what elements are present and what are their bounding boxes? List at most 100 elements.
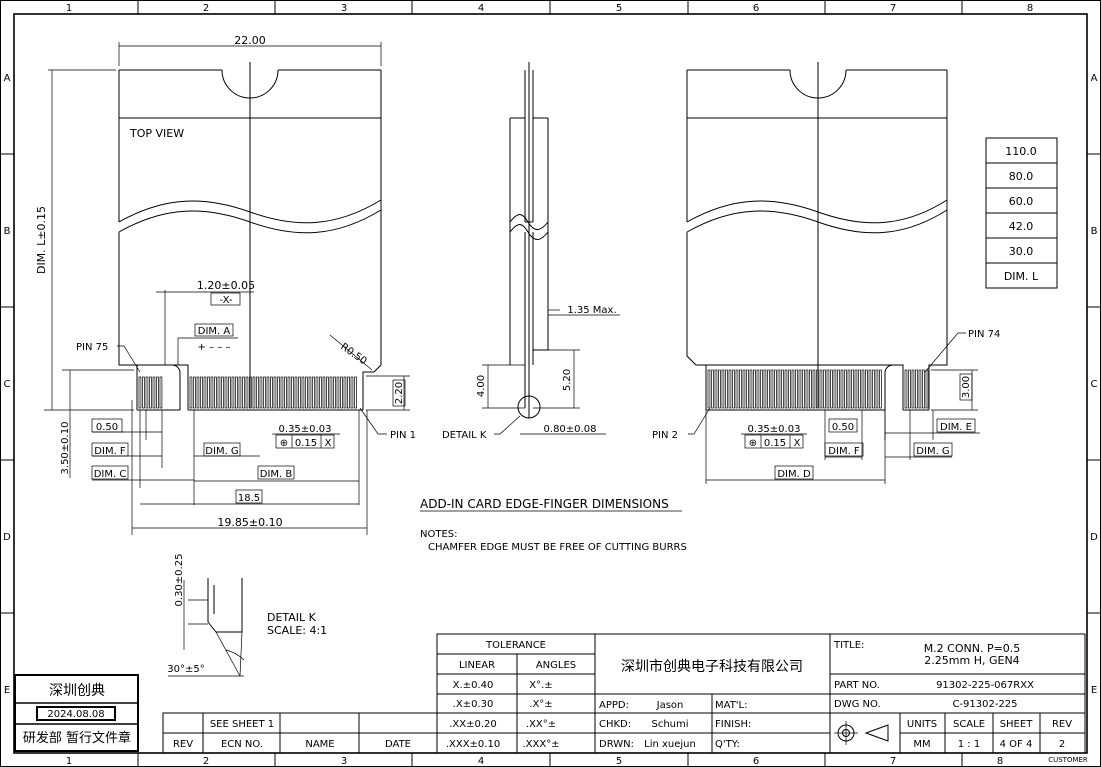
appd-label: APPD: (599, 700, 629, 711)
row-label: A (1091, 73, 1098, 84)
edge-finger (707, 369, 711, 409)
edge-finger (200, 376, 203, 409)
fcf-datum: X (325, 438, 332, 449)
edge-finger (805, 369, 809, 409)
dim-l-header: DIM. L (1004, 270, 1039, 283)
edge-finger (249, 376, 252, 409)
edge-finger (284, 376, 287, 409)
dim-d: DIM. D (777, 469, 811, 480)
tol-col-linear: LINEAR (459, 660, 495, 671)
tol-col-angles: ANGLES (536, 660, 576, 671)
pin-1-label: PIN 1 (390, 430, 416, 441)
dim-a-symbol: + – – – (198, 342, 231, 353)
edge-finger (354, 376, 357, 409)
edge-finger (875, 369, 879, 409)
edge-finger (156, 376, 159, 409)
detail-k-callout: DETAIL K (442, 430, 487, 441)
col-label: 2 (203, 756, 209, 767)
tol-angle: .X°± (529, 699, 552, 710)
edge-finger (763, 369, 767, 409)
row-label: E (4, 685, 10, 696)
scale-value: 1 : 1 (958, 739, 980, 750)
edge-finger (756, 369, 760, 409)
tolerance-title: TOLERANCE (485, 640, 546, 651)
edge-finger (718, 369, 721, 409)
revision-block: SEE SHEET 1 REV ECN NO. NAME DATE (162, 712, 438, 754)
edge-finger (142, 376, 145, 409)
edge-finger (301, 376, 305, 409)
title-label: TITLE: (833, 640, 864, 651)
row-label: C (1091, 379, 1098, 390)
dim-l-value: 30.0 (1009, 245, 1034, 258)
edge-finger (847, 369, 851, 409)
edge-finger (911, 369, 915, 409)
edge-finger (791, 369, 795, 409)
tol-angle: .XXX°± (522, 739, 559, 750)
edge-finger (270, 376, 273, 409)
row-label: B (1091, 226, 1098, 237)
edge-finger (798, 369, 802, 409)
see-sheet: SEE SHEET 1 (210, 719, 274, 730)
appd-name: Jason (656, 700, 684, 711)
tolerance-block: TOLERANCE LINEAR ANGLES X.±0.40 X°.± .X±… (436, 633, 596, 754)
edge-finger (904, 369, 908, 409)
col-label: 3 (341, 756, 347, 767)
col-label: 7 (890, 756, 896, 767)
dim-l-value: 110.0 (1005, 145, 1037, 158)
dim-19-85: 19.85±0.10 (217, 516, 282, 529)
side-view: 1.35 Max. 4.00 5.20 0.80±0.08 DETAIL K (442, 62, 620, 441)
edge-finger (343, 376, 347, 409)
edge-finger (812, 369, 816, 409)
edge-finger (774, 369, 777, 409)
edge-finger (287, 376, 291, 409)
stamp-date: 2024.08.08 (47, 709, 104, 720)
title-line-1: M.2 CONN. P=0.5 (924, 642, 1021, 655)
sheet-header: SHEET (1000, 719, 1034, 730)
dim-l-value: 60.0 (1009, 195, 1034, 208)
edge-finger (273, 376, 277, 409)
edge-finger (844, 369, 847, 409)
edge-finger (742, 369, 746, 409)
edge-finger (925, 369, 929, 409)
edge-finger (145, 376, 149, 409)
edge-finger (207, 376, 210, 409)
edge-finger (809, 369, 812, 409)
pin-75-label: PIN 75 (76, 342, 108, 353)
bottom-view: PIN 74 PIN 2 3.00 0.35±0.03 ⊕ 0.15 X 0.5… (652, 62, 1000, 484)
edge-finger (315, 376, 319, 409)
part-no: 91302-225-067RXX (936, 680, 1034, 691)
chkd-label: CHKD: (599, 719, 631, 730)
matl-label: MAT'L: (715, 700, 748, 711)
detail-title: DETAIL K (267, 611, 317, 624)
dim-f: DIM. F (828, 446, 860, 457)
col-label: 1 (66, 3, 72, 14)
scale-header: SCALE (953, 719, 985, 730)
dim-c: DIM. C (94, 469, 127, 480)
edge-finger (347, 376, 350, 409)
fcf-position-icon: ⊕ (749, 438, 757, 449)
edge-finger (319, 376, 322, 409)
notes-label: NOTES: (420, 529, 458, 540)
section-title: ADD-IN CARD EDGE-FINGER DIMENSIONS (420, 497, 669, 511)
detail-k-view: 0.30±0.25 30°±5° DETAIL K SCALE: 4:1 (167, 554, 327, 677)
tol-linear: .X±0.30 (453, 699, 494, 710)
edge-finger (245, 376, 249, 409)
edge-finger (152, 376, 156, 409)
edge-finger (217, 376, 221, 409)
edge-finger (305, 376, 308, 409)
dim-length: DIM. L±0.15 (35, 206, 48, 274)
edge-finger (922, 369, 925, 409)
edge-finger (826, 369, 830, 409)
edge-finger (238, 376, 242, 409)
dim-l-value: 80.0 (1009, 170, 1034, 183)
dim-chamfer: 0.30±0.25 (174, 554, 185, 607)
row-label: D (1090, 532, 1098, 543)
edge-finger (753, 369, 756, 409)
drwn-label: DRWN: (599, 739, 634, 750)
col-label: 4 (478, 3, 484, 14)
edge-finger (770, 369, 774, 409)
col-label: 2 (203, 3, 209, 14)
dim-e: DIM. E (940, 422, 972, 433)
edge-finger (868, 369, 872, 409)
